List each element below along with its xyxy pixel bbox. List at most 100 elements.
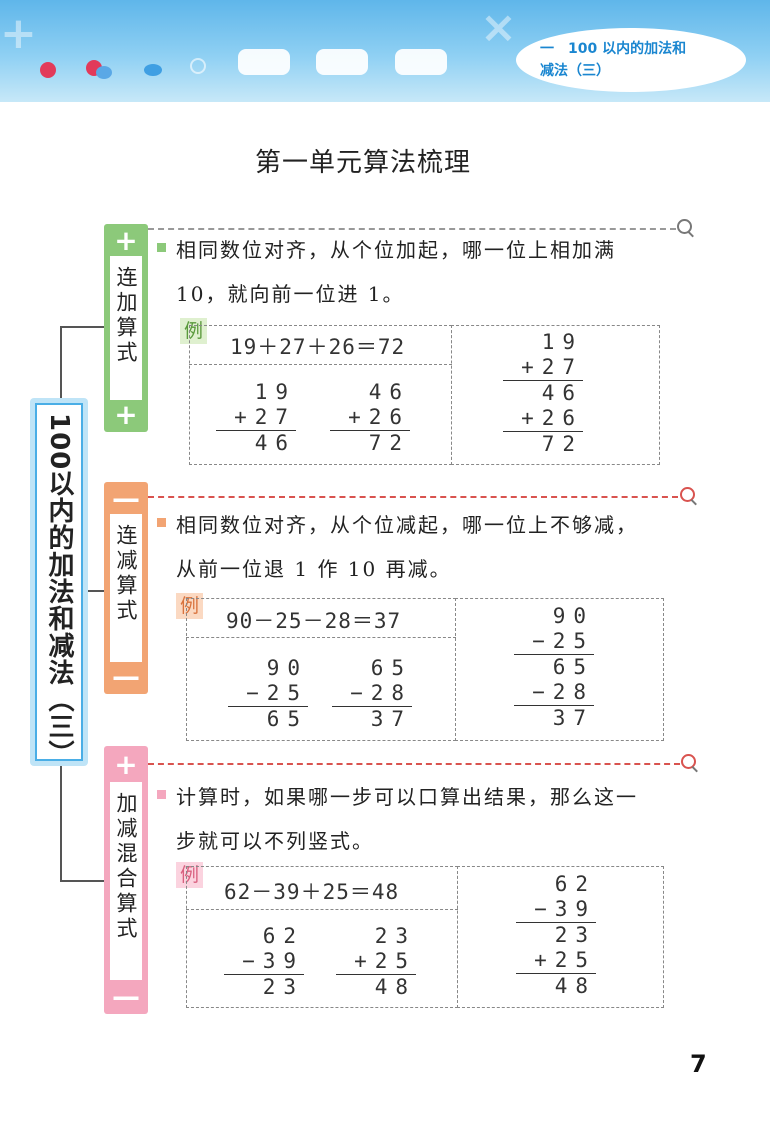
rule-text: 计算时，如果哪一步可以口算出结果，那么这一 步就可以不列竖式。 (176, 775, 686, 863)
example-box-divider (186, 866, 458, 910)
rule-line: 计算时，如果哪一步可以口算出结果，那么这一 (176, 785, 638, 809)
category-label: 加减混合算式 (114, 792, 138, 942)
calc-row: 65 (370, 656, 412, 680)
unit-title-line1: 100 以内的加法和 (568, 41, 687, 57)
unit-number: 一 (540, 41, 554, 57)
calc-row: +25 (516, 948, 596, 974)
vertical-calc-combined: 90 −25 65 −28 37 (514, 604, 594, 731)
calc-row: −39 (516, 897, 596, 923)
tree-connector (60, 880, 104, 882)
example-box-combined (451, 325, 660, 465)
minus-icon: — (112, 482, 140, 515)
calc-row: 48 (374, 975, 416, 999)
calc-row: −28 (514, 680, 594, 706)
decor-x-icon: × (480, 2, 517, 53)
magnifier-icon (681, 754, 696, 769)
bullet-square-icon (157, 518, 166, 527)
section-divider (148, 763, 680, 765)
vertical-calc-step1: 62 −39 23 (224, 924, 304, 1000)
unit-label: 一 100 以内的加法和 减法（三） (540, 38, 740, 82)
example-box-divider (186, 598, 456, 638)
example-equation: 90－25－28＝37 (226, 609, 402, 633)
category-tab-addition: + 连加算式 + (104, 224, 148, 432)
unit-title-line2: 减法（三） (540, 63, 610, 79)
section-divider (148, 496, 678, 498)
magnifier-icon (677, 219, 692, 234)
calc-row: 23 (262, 975, 304, 999)
decor-pill (316, 49, 368, 75)
rule-line: 相同数位对齐，从个位加起，哪一位上相加满 (176, 238, 616, 262)
calc-row: 19 (254, 380, 296, 404)
plus-icon: + (114, 748, 138, 781)
calc-row: −25 (514, 629, 594, 655)
example-equation: 19＋27＋26＝72 (230, 335, 406, 359)
calc-row: −28 (332, 681, 412, 707)
decor-dot-icon (144, 64, 162, 76)
tree-connector (60, 326, 62, 398)
rule-line: 相同数位对齐，从个位减起，哪一位上不够减， (176, 513, 638, 537)
plus-icon: + (114, 398, 138, 431)
example-box-divider (189, 325, 452, 365)
unit-bubble (516, 28, 746, 92)
minus-icon: — (112, 660, 140, 693)
vertical-calc-step2: 23 +25 48 (336, 924, 416, 1000)
decor-dot-icon (96, 66, 112, 79)
calc-row: +27 (216, 405, 296, 431)
calc-row: 90 (266, 656, 308, 680)
vertical-calc-step1: 90 −25 65 (228, 656, 308, 732)
section-divider (148, 228, 676, 230)
calc-row: 46 (541, 381, 583, 405)
rule-line: 步就可以不列竖式。 (176, 829, 374, 853)
calc-row: −25 (228, 681, 308, 707)
calc-row: 65 (552, 655, 594, 679)
vertical-calc-combined: 62 −39 23 +25 48 (516, 872, 596, 999)
bullet-square-icon (157, 790, 166, 799)
calc-row: 46 (254, 431, 296, 455)
page-header-banner: + × 一 100 以内的加法和 减法（三） (0, 0, 770, 102)
rule-text: 相同数位对齐，从个位减起，哪一位上不够减， 从前一位退 1 作 10 再减。 (176, 503, 686, 591)
calc-row: 62 (262, 924, 304, 948)
decor-snowflake-icon (190, 58, 206, 74)
tree-connector (88, 590, 106, 592)
calc-row: 62 (554, 872, 596, 896)
category-label: 连减算式 (114, 524, 138, 624)
tree-root-box: 100以内的加法和减法（三） (30, 398, 88, 768)
vertical-calc-combined: 19 +27 46 +26 72 (503, 330, 583, 457)
calc-row: 72 (368, 431, 410, 455)
vertical-calc-step1: 19 +27 46 (216, 380, 296, 456)
plus-icon: + (114, 224, 138, 257)
example-label: 例 (180, 318, 208, 344)
tree-connector (60, 326, 106, 328)
calc-row: 37 (370, 707, 412, 731)
example-box-combined (457, 866, 664, 1008)
calc-row: 37 (552, 706, 594, 730)
magnifier-icon (680, 487, 695, 502)
calc-row: +25 (336, 949, 416, 975)
calc-row: +26 (503, 406, 583, 432)
vertical-calc-step2: 65 −28 37 (332, 656, 412, 732)
calc-row: −39 (224, 949, 304, 975)
calc-row: 23 (554, 923, 596, 947)
example-equation: 62－39＋25＝48 (224, 880, 400, 904)
calc-row: 23 (374, 924, 416, 948)
rule-line: 从前一位退 1 作 10 再减。 (176, 557, 452, 581)
decor-plus-icon: + (0, 8, 37, 59)
decor-dot-icon (40, 62, 56, 78)
page-title: 第一单元算法梳理 (254, 148, 471, 178)
calc-row: 46 (368, 380, 410, 404)
calc-row: +27 (503, 355, 583, 381)
vertical-calc-step2: 46 +26 72 (330, 380, 410, 456)
rule-text: 相同数位对齐，从个位加起，哪一位上相加满 10，就向前一位进 1。 (176, 228, 686, 316)
calc-row: +26 (330, 405, 410, 431)
calc-row: 19 (541, 330, 583, 354)
bullet-square-icon (157, 243, 166, 252)
tree-root-label: 100以内的加法和减法（三） (44, 413, 74, 768)
calc-row: 48 (554, 974, 596, 998)
rule-line: 10，就向前一位进 1。 (176, 282, 405, 306)
example-label: 例 (176, 593, 204, 619)
decor-pill (395, 49, 447, 75)
decor-pill (238, 49, 290, 75)
category-tab-subtraction: — 连减算式 — (104, 482, 148, 694)
calc-row: 65 (266, 707, 308, 731)
calc-row: 72 (541, 432, 583, 456)
